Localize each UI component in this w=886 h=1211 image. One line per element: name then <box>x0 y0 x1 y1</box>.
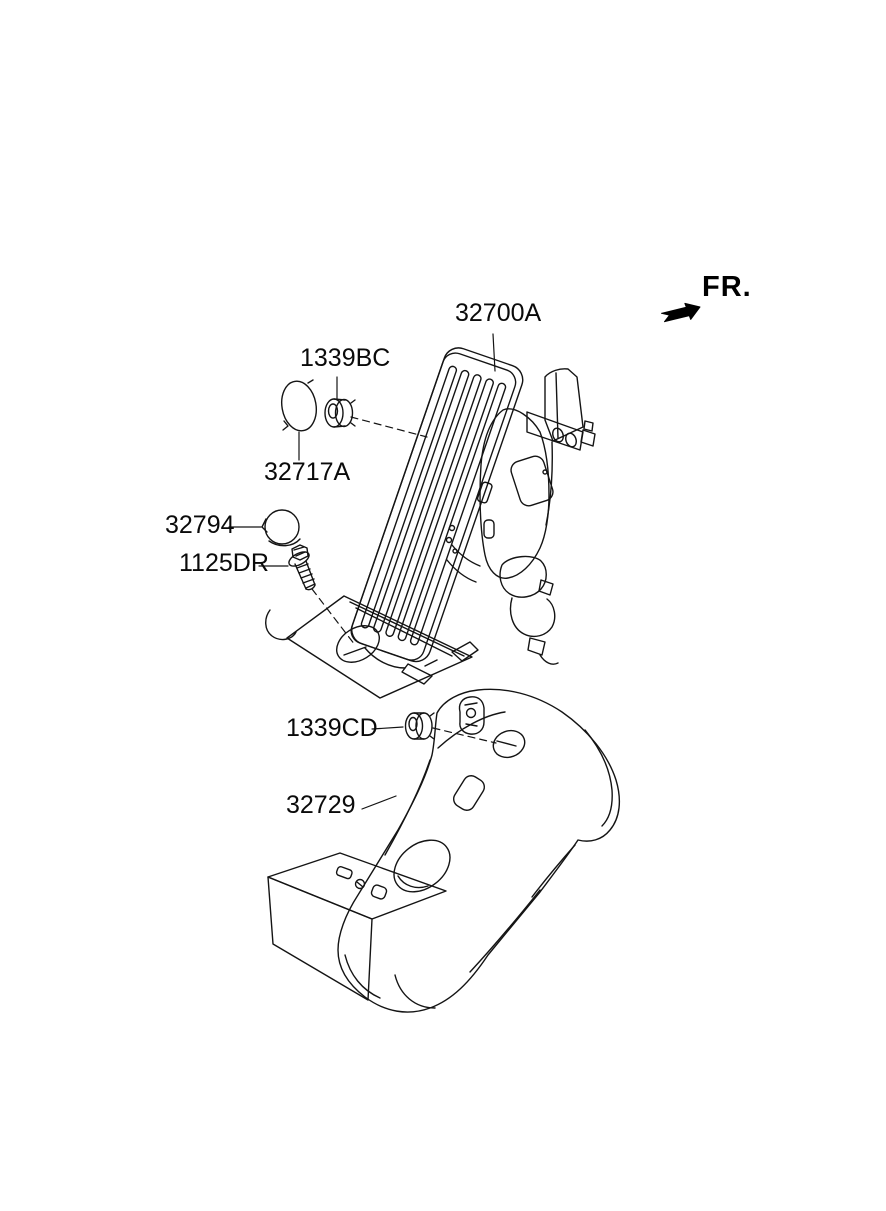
bracket-drawing-32729 <box>267 688 621 1013</box>
leader-1339cd-dashed <box>432 727 497 744</box>
part-label-1339cd: 1339CD <box>286 714 378 742</box>
leader-1125dr-dashed <box>311 588 356 646</box>
leader-1339cd <box>371 726 404 730</box>
part-label-32717a: 32717A <box>264 458 351 486</box>
cap-drawing-32717a <box>281 379 317 432</box>
fr-direction-label: FR. <box>702 271 752 303</box>
leader-32729 <box>361 795 397 810</box>
nut-drawing-1339cd <box>404 712 435 740</box>
fr-direction-arrow <box>661 302 701 323</box>
nut-drawing-1339bc <box>324 398 356 428</box>
part-label-32700a: 32700A <box>455 299 542 327</box>
plug-drawing-32794 <box>261 509 301 547</box>
part-label-32729: 32729 <box>286 791 356 819</box>
bolt-drawing-1125dr <box>288 544 316 591</box>
pedal-assembly-drawing-32700a <box>265 347 596 699</box>
leader-1339bc-dashed <box>350 416 428 438</box>
leader-32700a <box>492 333 496 372</box>
part-label-32794: 32794 <box>165 511 235 539</box>
part-label-1339bc: 1339BC <box>300 344 391 372</box>
part-label-1125dr: 1125DR <box>179 549 269 577</box>
leader-lines <box>228 333 497 810</box>
